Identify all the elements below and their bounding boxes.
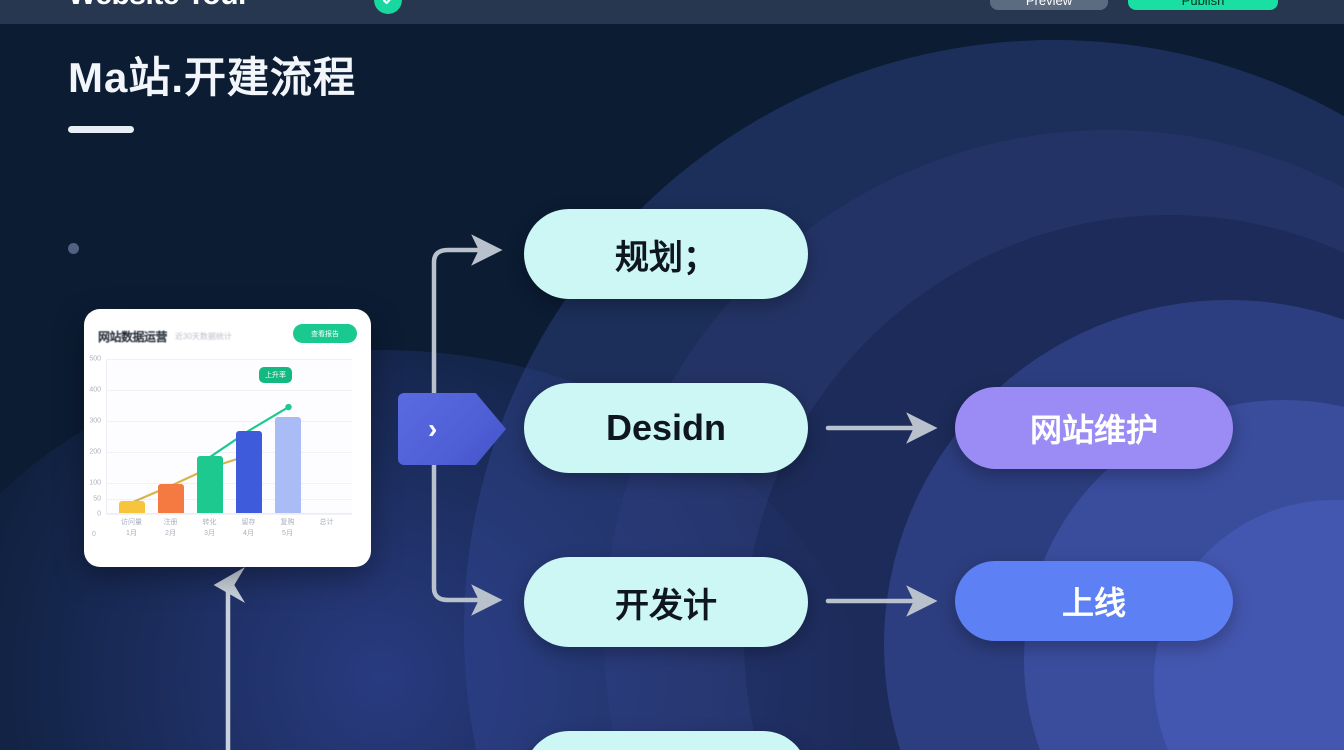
chart-bar[interactable] [274,416,301,513]
app-top-bar: Website Tour Preview Publish [0,0,1344,24]
chart-gridline [107,452,352,453]
stage-pill-planning[interactable]: 规划； [524,209,808,299]
chart-origin-label: 0 [92,531,96,538]
chevron-right-icon: › [428,413,438,444]
chart-card-title: 网站数据运营 [98,329,168,344]
chart-y-tick-label: 200 [89,448,101,456]
chart-gridline [107,421,352,422]
outcome-pill-maintenance[interactable]: 网站维护 [955,387,1233,469]
chart-y-tick-label: 400 [89,386,101,394]
chart-y-tick-label: 50 [93,495,101,502]
chart-data-point [285,403,292,411]
chart-bar-slot [307,359,346,513]
chart-tooltip-badge: 上升率 [259,367,292,383]
outcome-pill-launch[interactable]: 上线 [955,561,1233,641]
chart-gridline [107,390,352,391]
stage-pill-development[interactable]: 开发计 [524,557,808,647]
chart-bar-slot [229,359,268,513]
chart-y-tick-label: 100 [89,479,101,487]
chart-y-tick-label: 300 [89,417,101,425]
chart-bar[interactable] [119,500,146,513]
stage-pill-design[interactable]: Desidn [524,383,808,473]
chart-bar[interactable] [197,455,224,513]
check-circle-icon [374,0,402,14]
chart-gridline [107,514,352,515]
analytics-chart-card[interactable]: 网站数据运营 近30天数据统计 查看报告 0 50 100 200 300 400 500 … [84,309,371,567]
chart-bar-slot [268,359,307,513]
chart-card-subtitle: 近30天数据统计 [175,331,232,341]
chart-bar-slot [191,359,230,513]
stage-pill-testing[interactable]: 测试上线 [524,731,808,750]
app-title: Website Tour [68,0,250,12]
process-chevron-node[interactable]: › [398,393,506,465]
publish-button[interactable]: Publish [1128,0,1278,10]
chart-y-tick-label: 0 [97,510,101,518]
chart-card-action-button[interactable]: 查看报告 [293,324,357,343]
decor-dot [68,243,79,254]
chevron-shape [398,393,506,465]
chart-x-tick-label: 总计 [319,519,334,526]
chart-gridline [107,498,352,500]
chart-bar-slot [152,359,191,513]
chart-plot-area: 0 50 100 200 300 400 500 上升率 [89,356,352,518]
chart-bar-slot [113,359,152,513]
preview-button[interactable]: Preview [990,0,1108,10]
chart-bars [107,359,352,513]
title-underline [68,126,134,133]
page-title: Ma站.开建流程 [68,54,357,101]
chart-gridline [107,359,352,360]
chart-card-header: 网站数据运营 近30天数据统计 查看报告 [98,323,357,349]
chart-bar[interactable] [158,483,185,513]
chart-gridline [107,483,352,484]
chart-y-tick-label: 500 [89,355,101,363]
chart-bar[interactable] [235,430,262,513]
